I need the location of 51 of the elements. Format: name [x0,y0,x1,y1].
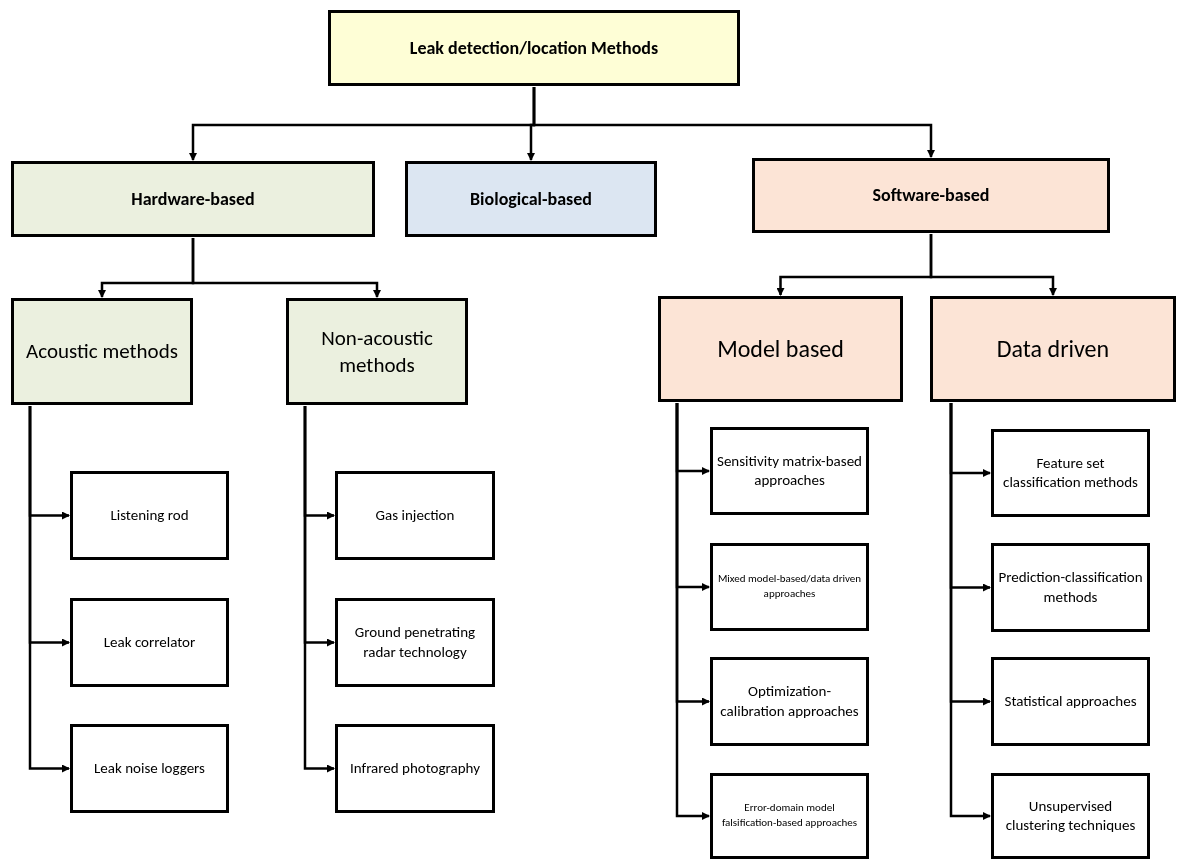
node-label: Biological-based [470,186,592,212]
connector-arrow [532,87,935,158]
subcategory-box [11,298,193,405]
node-label: Gas injection [375,505,455,526]
method-box [991,773,1150,859]
method-box [710,773,869,859]
node-label: Optimization-calibration approaches [719,682,860,721]
connector-arrow [303,406,335,773]
subcategory-box [658,296,903,402]
method-box [710,657,869,746]
node-label: Ground penetrating radar technology [353,623,477,662]
connector-arrow [929,234,1057,296]
node-label: Leak correlator [103,632,196,653]
node-label: Unsupervised clustering techniques [1004,796,1137,836]
node-label: Data driven [996,334,1110,364]
node-label: Leak detection/location Methods [409,35,659,61]
method-box [710,543,869,631]
connector-arrow [949,403,991,820]
method-box [70,471,229,560]
node-label: Model based [717,334,844,364]
category-box [752,158,1110,233]
method-box [70,598,229,687]
connector-arrow [191,238,381,298]
connector-arrow [675,403,710,820]
node-label: Error-domain model falsification-based approaches [720,801,859,831]
node-label: Mixed model-based/data driven approaches [717,572,862,602]
method-box [991,657,1150,746]
method-box [70,724,229,813]
node-label: Leak noise loggers [94,758,205,779]
connector-arrow [28,406,70,773]
node-label: Software-based [872,183,990,208]
node-label: Feature set classification methods [1002,453,1139,493]
root-box [328,10,740,86]
node-label: Acoustic methods [26,338,178,365]
node-label: Non-acoustic methods [320,325,434,378]
subcategory-box [286,298,468,405]
category-box [11,161,375,237]
node-label: Listening rod [110,505,189,526]
subcategory-box [930,296,1176,402]
method-box [710,427,869,515]
category-box [405,161,657,237]
node-label: Sensitivity matrix-based approaches [717,451,862,491]
method-box [335,598,495,687]
node-label: Infrared photography [350,758,480,779]
method-box [335,471,495,560]
node-label: Statistical approaches [1004,691,1137,712]
node-label: Hardware-based [131,186,255,212]
method-box [991,429,1150,517]
node-label: Prediction-classification methods [998,568,1143,607]
method-box [335,724,495,813]
method-box [991,543,1150,632]
